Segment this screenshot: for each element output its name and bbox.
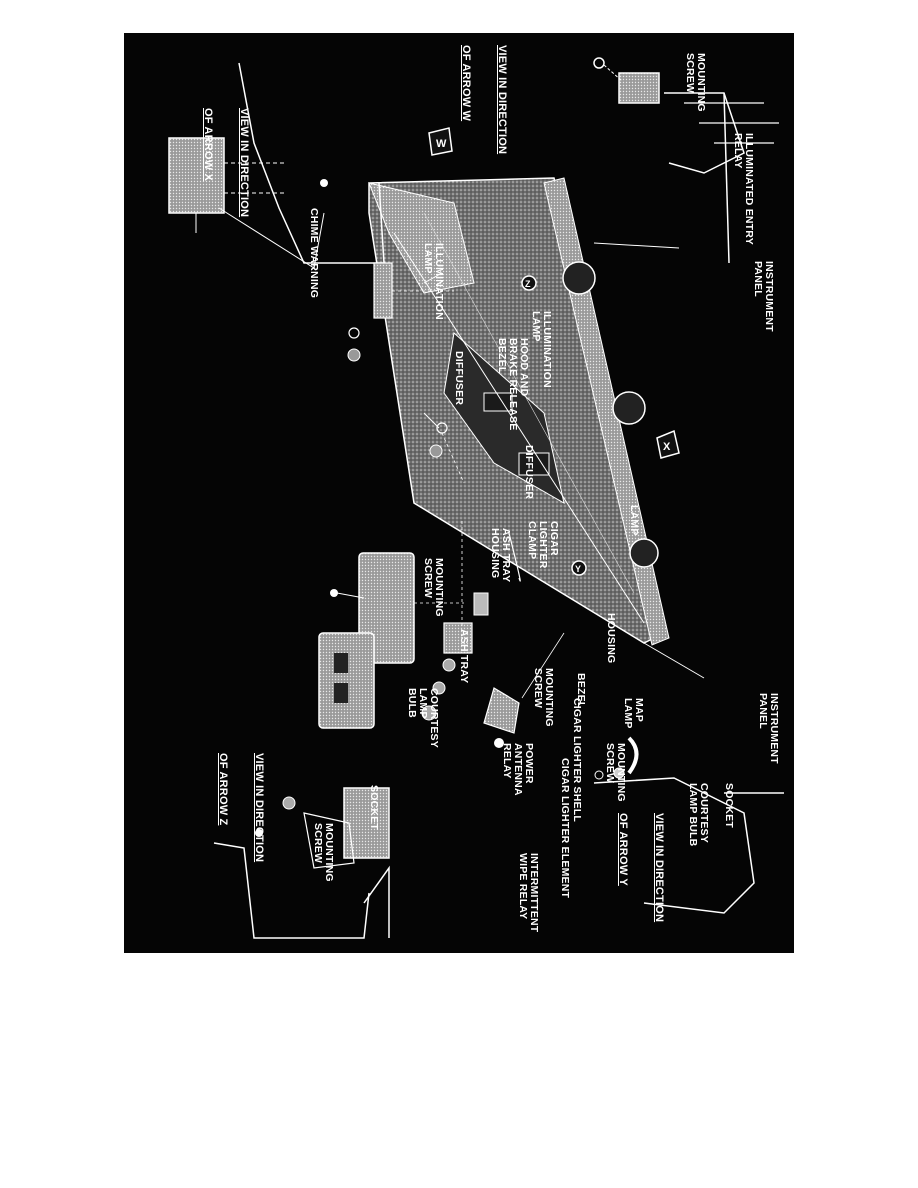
diagram-figure: W X Z Y [124, 33, 794, 953]
instrument-panel-exploded-view: W X Z Y [168, 57, 784, 939]
view-w-illuminated-entry-relay [593, 57, 779, 264]
arrow-z-circle [521, 275, 537, 291]
leader-lines [195, 213, 705, 679]
arrow-w-letter: W [436, 138, 447, 150]
arrow-z-letter: Z [525, 279, 531, 289]
view-x-chime-warning [168, 62, 385, 269]
ash-tray-assembly [318, 552, 464, 729]
arrow-w-marker: W [428, 127, 453, 156]
arrow-y-circle [571, 560, 587, 576]
arrow-x-letter: X [663, 441, 671, 453]
cigar-lighter-assembly [421, 521, 521, 721]
hood-brake-release-bezel-part [347, 262, 465, 484]
arrow-y-letter: Y [575, 564, 581, 574]
arrow-x-marker: X [656, 429, 680, 459]
view-z-relays [213, 787, 390, 939]
view-y-courtesy-lamp [593, 736, 784, 914]
map-lamp-part [483, 632, 565, 748]
instrument-panel-body [368, 177, 670, 646]
